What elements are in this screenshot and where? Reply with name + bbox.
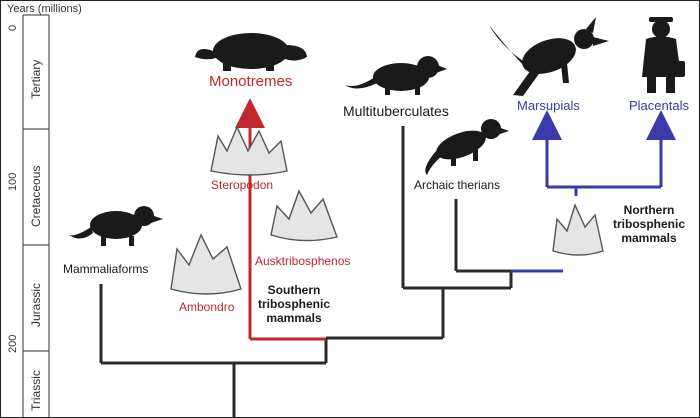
label-ambondro: Ambondro: [179, 300, 235, 314]
ausktribosphenos-tooth-icon: [270, 189, 338, 242]
ambondro-tooth-icon: [170, 233, 242, 295]
tick-200: 200: [7, 334, 19, 353]
black-branches: [99, 126, 563, 417]
blue-branches: [511, 110, 676, 273]
period-jurassic: Jurassic: [29, 282, 43, 327]
period-cretaceous: Cretaceous: [29, 165, 43, 227]
tick-0: 0: [7, 24, 19, 31]
label-placentals: Placentals: [629, 98, 689, 113]
multituberculate-icon: [345, 56, 447, 95]
kangaroo-icon: [489, 17, 609, 96]
northern-tooth-icon: [552, 203, 604, 256]
period-triassic: Triassic: [29, 370, 43, 411]
label-mammaliaforms: Mammaliaforms: [63, 262, 149, 276]
label-multituberculates: Multituberculates: [343, 103, 449, 119]
southern-line-2: tribosphenic: [258, 297, 331, 311]
label-northern-group: Northern tribosphenic mammals: [613, 204, 685, 244]
label-ausktribosphenos: Ausktribosphenos: [255, 254, 351, 268]
axis-title: Years (millions): [7, 3, 82, 15]
northern-line-1: Northern: [623, 203, 675, 217]
southern-line-1: Southern: [267, 283, 321, 297]
label-southern-group: Southern tribosphenic mammals: [258, 284, 330, 324]
time-axis: [22, 14, 50, 417]
northern-line-2: tribosphenic: [613, 217, 686, 231]
label-marsupials: Marsupials: [517, 98, 580, 113]
label-steropodon: Steropodon: [211, 178, 274, 192]
label-monotremes: Monotremes: [209, 73, 293, 90]
archaic-therian-icon: [425, 119, 509, 175]
human-icon: [642, 17, 685, 93]
northern-line-3: mammals: [621, 231, 677, 245]
period-tertiary: Tertiary: [29, 59, 43, 99]
steropodon-tooth-icon: [210, 125, 288, 176]
platypus-icon: [195, 33, 307, 71]
tick-100: 100: [7, 172, 19, 191]
mammaliaform-icon: [69, 206, 163, 246]
label-archaic-therians: Archaic therians: [414, 178, 501, 192]
southern-line-3: mammals: [266, 311, 322, 325]
